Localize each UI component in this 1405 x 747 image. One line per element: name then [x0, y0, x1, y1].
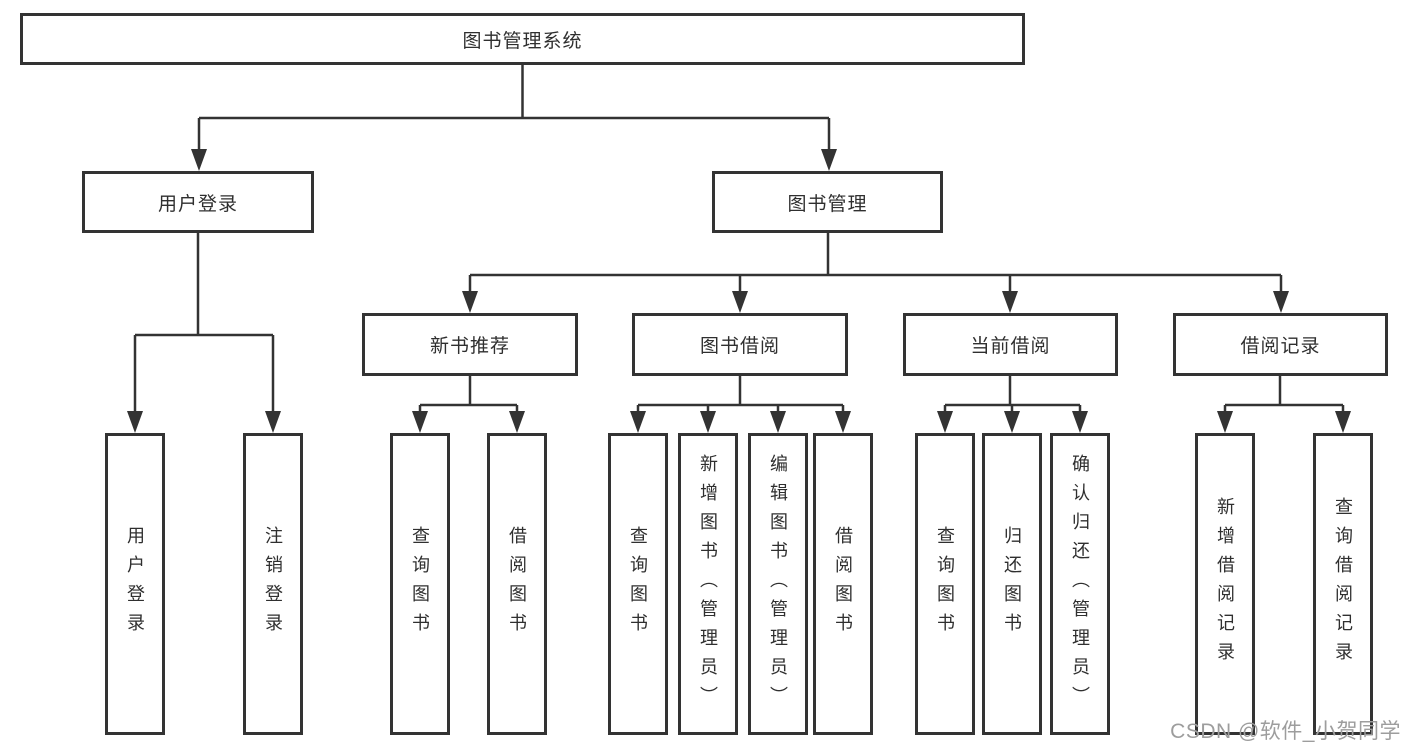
- leaf-recommend-query-books: 查询图书: [390, 433, 450, 735]
- leaf-borrow-query-books-label: 查询图书: [628, 526, 648, 642]
- leaf-borrow-books-label: 借阅图书: [833, 526, 853, 642]
- node-new-book-recommend: 新书推荐: [362, 313, 578, 376]
- node-book-management: 图书管理: [712, 171, 943, 233]
- leaf-recommend-query-books-label: 查询图书: [410, 526, 430, 642]
- node-user-login: 用户登录: [82, 171, 314, 233]
- leaf-confirm-return-admin: 确认归还（管理员）: [1050, 433, 1110, 735]
- leaf-current-query-books: 查询图书: [915, 433, 975, 735]
- leaf-edit-books-admin: 编辑图书（管理员）: [748, 433, 808, 735]
- leaf-borrow-query-books: 查询图书: [608, 433, 668, 735]
- leaf-edit-books-admin-label: 编辑图书（管理员）: [768, 453, 788, 715]
- node-borrow-records: 借阅记录: [1173, 313, 1388, 376]
- leaf-query-borrow-record: 查询借阅记录: [1313, 433, 1373, 735]
- leaf-logout-label: 注销登录: [263, 526, 283, 642]
- leaf-recommend-borrow-books-label: 借阅图书: [507, 526, 527, 642]
- leaf-current-query-books-label: 查询图书: [935, 526, 955, 642]
- leaf-logout: 注销登录: [243, 433, 303, 735]
- leaf-recommend-borrow-books: 借阅图书: [487, 433, 547, 735]
- node-current-borrow: 当前借阅: [903, 313, 1118, 376]
- node-root-library-system: 图书管理系统: [20, 13, 1025, 65]
- leaf-user-login-label: 用户登录: [125, 526, 145, 642]
- leaf-user-login: 用户登录: [105, 433, 165, 735]
- leaf-add-borrow-record-label: 新增借阅记录: [1215, 497, 1235, 671]
- leaf-query-borrow-record-label: 查询借阅记录: [1333, 497, 1353, 671]
- leaf-add-books-admin-label: 新增图书（管理员）: [698, 453, 718, 715]
- leaf-return-books: 归还图书: [982, 433, 1042, 735]
- leaf-return-books-label: 归还图书: [1002, 526, 1022, 642]
- leaf-borrow-books: 借阅图书: [813, 433, 873, 735]
- leaf-add-books-admin: 新增图书（管理员）: [678, 433, 738, 735]
- leaf-confirm-return-admin-label: 确认归还（管理员）: [1070, 453, 1090, 715]
- leaf-add-borrow-record: 新增借阅记录: [1195, 433, 1255, 735]
- csdn-watermark: CSDN @软件_小贺同学: [1170, 720, 1401, 743]
- node-book-borrow: 图书借阅: [632, 313, 848, 376]
